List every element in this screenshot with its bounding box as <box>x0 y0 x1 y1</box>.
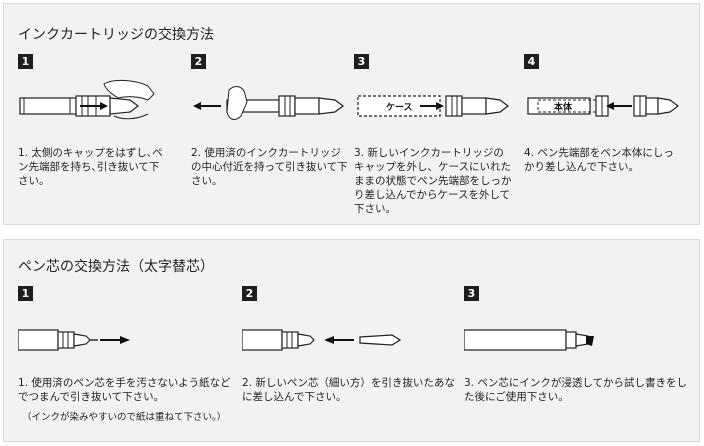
nib-step-1-text: 1. 使用済のペン芯を手を汚さないよう紙などでつまんで引き抜いて下さい。 <box>18 377 231 403</box>
cartridge-step-4-text: 4. ペン先端部をペン本体にしっかり差し込んで下さい。 <box>524 147 674 173</box>
nib-title: ペン芯の交換方法（太字替芯） <box>18 259 214 275</box>
nib-step-1-illustration <box>18 329 130 351</box>
step-number-badge: 1 <box>18 54 33 69</box>
nib-step-2-text: 2. 新しいペン芯（細い方）を引き抜いたあなに差し込んで下さい。 <box>242 377 455 403</box>
step-number-badge: 3 <box>354 54 369 69</box>
step-number-badge: 2 <box>242 286 257 301</box>
nib-step-3-illustration <box>464 329 594 351</box>
cartridge-step-1-illustration <box>19 79 155 120</box>
cartridge-panel: インクカートリッジの交換方法 1 1. 太側のキャップをはずし､ペン先端部を持ち… <box>3 3 700 225</box>
cartridge-step-2-illustration <box>193 86 344 120</box>
cartridge-title: インクカートリッジの交換方法 <box>18 27 214 43</box>
step-number-badge: 2 <box>191 54 206 69</box>
cartridge-step-1-text: 1. 太側のキャップをはずし､ペン先端部を持ち､引き抜いて下さい。 <box>18 147 163 187</box>
nib-step-1-note: （インクが染みやすいので紙は重ねて下さい。） <box>22 412 227 423</box>
cartridge-step-4-illustration: 本体 <box>527 95 679 117</box>
step-number-badge: 3 <box>464 286 479 301</box>
case-label: ケース <box>386 102 413 113</box>
nib-panel: ペン芯の交換方法（太字替芯） 1 1. 使用済のペン芯を手を汚さないよう紙などで… <box>3 239 700 442</box>
cartridge-step-3-text: 3. 新しいインクカートリッジのキャップを外し、ケースにいれたままの状態でペン先… <box>354 147 512 215</box>
body-label: 本体 <box>554 101 573 113</box>
cartridge-step-3-illustration: ケース <box>357 95 509 117</box>
nib-step-3-text: 3. ペン芯にインクが浸透してから試し書きをした後にご使用下さい。 <box>464 377 688 403</box>
step-number-badge: 1 <box>18 286 33 301</box>
cartridge-step-2-text: 2. 使用済のインクカートリッジの中心付近を持って引き抜いて下さい。 <box>191 147 348 187</box>
nib-step-2-illustration <box>242 329 402 351</box>
step-number-badge: 4 <box>524 54 539 69</box>
